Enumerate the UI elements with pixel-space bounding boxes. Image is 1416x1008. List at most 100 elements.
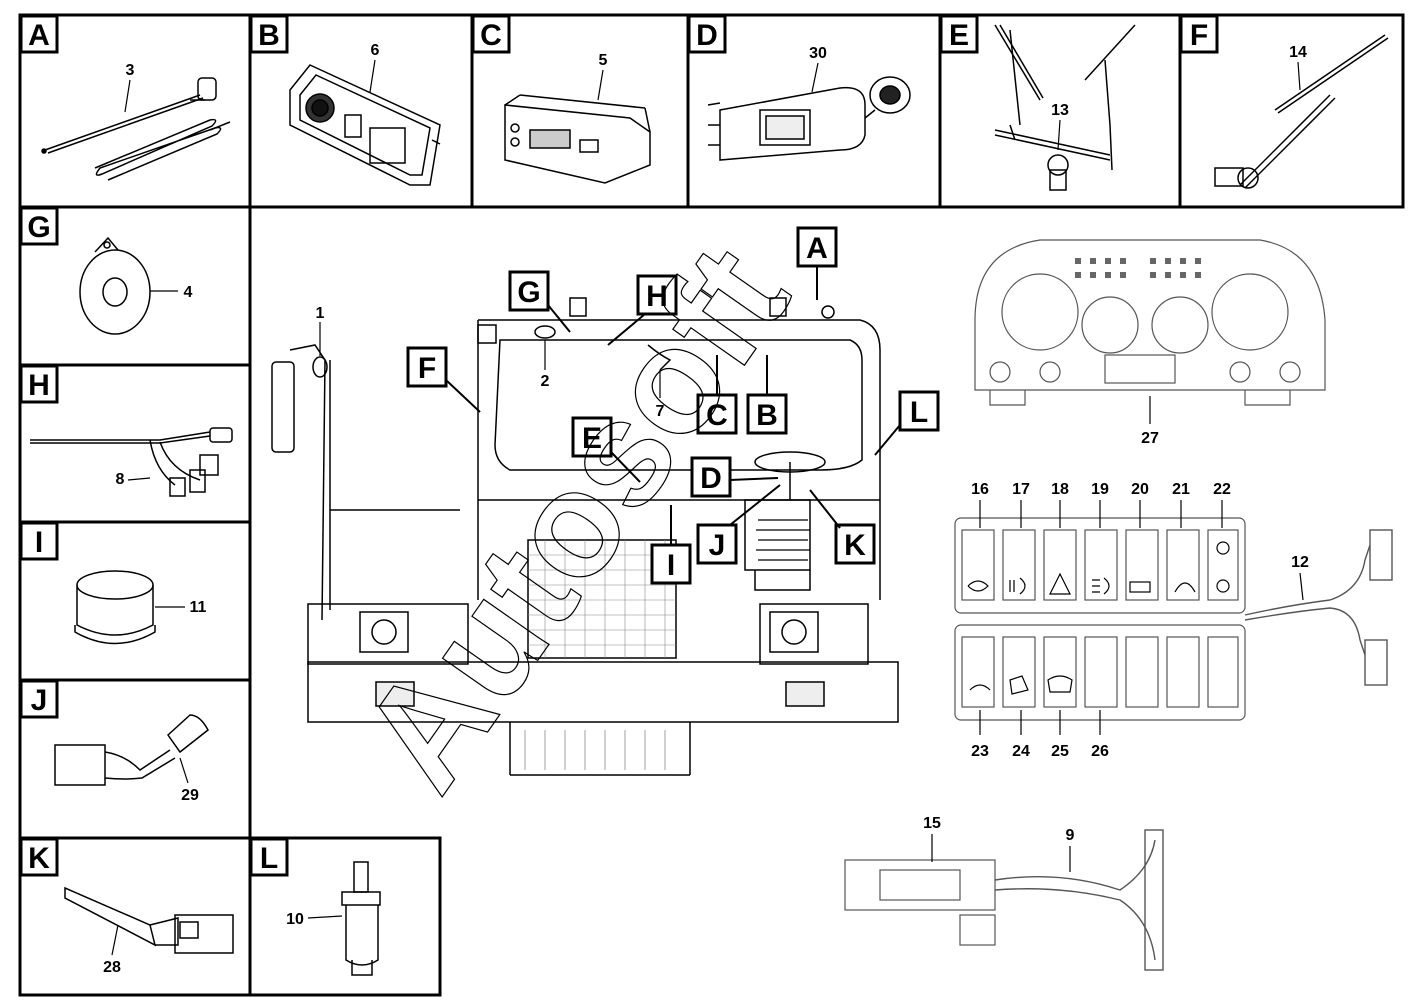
svg-text:K: K [844,529,866,562]
part-number-28: 28 [103,959,121,976]
truck-cab-outline [271,297,899,776]
part-8-wiring-harness [30,427,233,497]
callout-K: K [809,489,876,565]
svg-text:H: H [646,280,668,313]
part-number-27: 27 [1141,430,1159,447]
part-6-switch-module [289,64,441,186]
part-30-ignition-switch [707,76,911,161]
part-15-fuse-box [844,859,996,946]
part-number-21: 21 [1172,481,1190,498]
part-number-1: 1 [316,305,325,322]
part-number-7: 7 [656,403,665,420]
part-number-16: 16 [971,481,989,498]
callout-B: B [746,355,788,435]
svg-text:J: J [709,529,726,562]
switch-panel-bottom [954,624,1246,721]
part-9-main-harness [994,829,1164,971]
part-number-10: 10 [286,911,304,928]
part-number-18: 18 [1051,481,1069,498]
callout-H: H [607,274,678,346]
part-number-9: 9 [1066,827,1075,844]
part-number-29: 29 [181,787,199,804]
svg-text:C: C [706,399,728,432]
panel-frames [18,13,1405,997]
panel-tag-K: K [19,837,59,877]
part-number-14: 14 [1289,44,1307,61]
part-number-30: 30 [809,45,827,62]
svg-text:J: J [31,684,48,717]
part-number-17: 17 [1012,481,1030,498]
panel-tag-G: G [19,206,59,246]
part-number-6: 6 [371,42,380,59]
svg-text:F: F [418,352,436,385]
part-5-display-unit [504,94,651,184]
callout-C: C [696,355,738,435]
part-27-instrument-cluster [974,239,1326,406]
svg-text:L: L [260,842,278,875]
svg-text:H: H [28,369,50,402]
svg-text:E: E [582,422,602,455]
part-4-horn [79,236,151,335]
part-number-25: 25 [1051,743,1069,760]
part-14-wiper-arm [1214,34,1389,189]
callout-E: E [571,416,641,483]
part-number-4: 4 [184,284,193,301]
svg-text:A: A [806,232,828,265]
panel-tag-A: A [19,14,59,54]
part-number-15: 15 [923,815,941,832]
part-11-cap [74,570,156,645]
panel-tag-D: D [687,14,727,54]
panel-tag-C: C [471,14,511,54]
callout-A: A [796,226,838,300]
part-29-stalk-switch [54,714,209,786]
part-number-13: 13 [1051,102,1069,119]
panel-tag-J: J [19,679,59,719]
part-3-sensor-cable [41,77,231,181]
callout-J: J [696,484,781,565]
part-number-26: 26 [1091,743,1109,760]
cluster-warning-lamps [1075,258,1201,278]
svg-text:F: F [1190,19,1208,52]
panel-tag-B: B [249,14,289,54]
watermark: Autosoft [329,217,820,818]
svg-text:I: I [35,526,43,559]
panel-tag-I: I [19,521,59,561]
part-number-19: 19 [1091,481,1109,498]
part-number-2: 2 [541,373,550,390]
svg-text:D: D [700,462,722,495]
svg-text:E: E [949,19,969,52]
part-13-wiper-linkage [994,24,1136,191]
part-number-20: 20 [1131,481,1149,498]
panel-tag-E: E [939,14,979,54]
callout-D: D [690,456,779,498]
callout-I: I [650,505,692,585]
panel-tag-F: F [1179,14,1219,54]
callout-G: G [508,270,571,333]
grille-mesh [528,540,676,658]
step-ladder [524,730,666,770]
panel-tag-H: H [19,364,59,404]
svg-text:G: G [27,211,50,244]
part-10-sender [341,861,381,976]
svg-text:L: L [910,396,928,429]
part-number-11: 11 [190,599,207,616]
part-28-lever [64,886,234,954]
svg-text:C: C [480,19,502,52]
svg-text:A: A [28,19,50,52]
callout-L: L [874,390,940,456]
part-number-22: 22 [1213,481,1231,498]
callout-F: F [406,346,481,413]
part-number-5: 5 [599,52,608,69]
svg-text:B: B [756,399,778,432]
part-number-8: 8 [116,471,125,488]
part-number-24: 24 [1012,743,1030,760]
bellows [756,519,810,561]
panel-tag-L: L [249,837,289,877]
part-number-3: 3 [126,62,135,79]
part-12-switch-harness [1244,529,1393,686]
part-number-23: 23 [971,743,989,760]
switch-panel-top [954,517,1246,614]
svg-text:I: I [667,549,675,582]
svg-text:B: B [258,19,280,52]
